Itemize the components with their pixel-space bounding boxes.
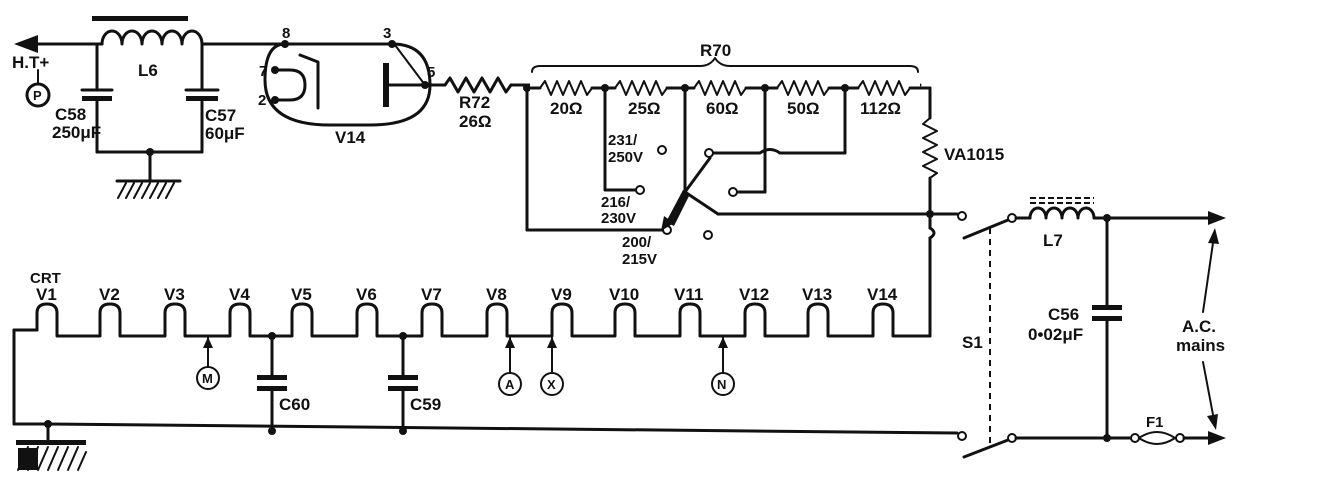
tap-250-label: 250V xyxy=(608,149,643,166)
fuse-f1: F1 xyxy=(1014,414,1226,445)
tap-230-label: 230V xyxy=(601,210,636,227)
v5-label: V5 xyxy=(291,285,312,304)
v12-label: V12 xyxy=(739,285,769,304)
ht-input-section: H.T+ P xyxy=(12,35,104,108)
c56-value: 0•02μF xyxy=(1028,325,1083,344)
choke-l7: L7 xyxy=(1014,197,1226,250)
capacitor-c60: C60 xyxy=(257,332,310,435)
r70-label: R70 xyxy=(700,41,731,60)
l6-label: L6 xyxy=(138,61,158,80)
v14-label: V14 xyxy=(867,285,898,304)
selector-arm xyxy=(666,190,690,226)
v3-label: V3 xyxy=(164,285,185,304)
capacitor-c57: C57 60μF xyxy=(184,42,245,154)
test-point-a-label: A xyxy=(505,377,515,392)
crt-label: CRT xyxy=(30,270,61,287)
tap-200-label: 200/ xyxy=(622,234,652,251)
c60-label: C60 xyxy=(279,395,310,414)
test-point-m-icon xyxy=(196,366,220,390)
c58-value: 250μF xyxy=(52,123,101,142)
v14-tube-label: V14 xyxy=(335,128,366,147)
capacitor-c59: C59 xyxy=(388,332,441,435)
pin-3-label: 3 xyxy=(383,25,391,42)
v1-label: V1 xyxy=(36,285,57,304)
voltage-selector: 231/ 250V 216/ 230V 200/ 215V xyxy=(525,86,934,268)
v8-label: V8 xyxy=(486,285,507,304)
c57-value: 60μF xyxy=(205,124,245,143)
ht-label: H.T+ xyxy=(12,53,49,72)
tap-215-label: 215V xyxy=(622,251,657,268)
test-point-x-label: X xyxy=(547,377,556,392)
va1015-label: VA1015 xyxy=(944,145,1004,164)
ht-arrow-icon xyxy=(14,35,38,53)
test-point-n-icon xyxy=(711,372,735,396)
r70-112-ohm-label: 112Ω xyxy=(860,99,901,118)
heater-return-wiring xyxy=(893,211,967,338)
v4-label: V4 xyxy=(229,285,250,304)
r70-25-ohm-label: 25Ω xyxy=(628,99,661,118)
pin-7-label: 7 xyxy=(259,63,267,80)
test-point-a-icon xyxy=(498,372,522,396)
chassis-ground-top xyxy=(95,148,204,199)
c57-label: C57 xyxy=(205,106,236,125)
ac-label: A.C. xyxy=(1182,317,1216,336)
tube-v14: 8 7 2 3 5 V14 xyxy=(258,25,435,147)
pin-8-label: 8 xyxy=(282,25,290,42)
thermistor-va1015: VA1015 xyxy=(922,86,1004,217)
f1-label: F1 xyxy=(1146,414,1164,431)
ac-mains-indicator: A.C. mains xyxy=(1176,228,1225,430)
choke-l6: L6 xyxy=(92,16,287,80)
v10-label: V10 xyxy=(609,285,639,304)
c56-label: C56 xyxy=(1048,305,1079,324)
bottom-rail xyxy=(12,420,967,471)
test-point-m-label: M xyxy=(202,371,213,386)
v11-label: V11 xyxy=(674,285,703,304)
v6-label: V6 xyxy=(356,285,377,304)
pin-5-label: 5 xyxy=(427,64,435,81)
mains-label: mains xyxy=(1176,336,1225,355)
test-point-p-label: P xyxy=(33,88,42,103)
s1-label: S1 xyxy=(962,333,983,352)
r70-60-ohm-label: 60Ω xyxy=(706,99,739,118)
pin-2-label: 2 xyxy=(258,92,266,109)
v9-label: V9 xyxy=(551,285,572,304)
heater-chain: CRT V1 V2 V3 V4 V5 V6 V7 V8 V9 V10 V11 V… xyxy=(12,270,898,426)
v13-label: V13 xyxy=(802,285,832,304)
r72-value: 26Ω xyxy=(459,112,492,131)
test-point-x-icon xyxy=(540,372,564,396)
l7-label: L7 xyxy=(1043,231,1063,250)
r72-label: R72 xyxy=(459,93,490,112)
resistor-r70-chain: R70 20Ω 25Ω 60Ω 50Ω 112Ω xyxy=(525,41,932,118)
capacitor-c58: C58 250μF xyxy=(52,42,114,154)
test-points: M A X N xyxy=(196,337,735,396)
c59-label: C59 xyxy=(410,395,441,414)
capacitor-c56: C56 0•02μF xyxy=(1028,216,1122,442)
v7-label: V7 xyxy=(421,285,442,304)
tap-231-label: 231/ xyxy=(608,132,638,149)
mains-switch-s1: S1 xyxy=(962,213,1017,459)
c58-label: C58 xyxy=(55,105,86,124)
tap-216-label: 216/ xyxy=(601,194,631,211)
r70-20-ohm-label: 20Ω xyxy=(550,99,583,118)
test-point-n-label: N xyxy=(717,377,726,392)
r70-50-ohm-label: 50Ω xyxy=(787,99,820,118)
v2-label: V2 xyxy=(99,285,120,304)
